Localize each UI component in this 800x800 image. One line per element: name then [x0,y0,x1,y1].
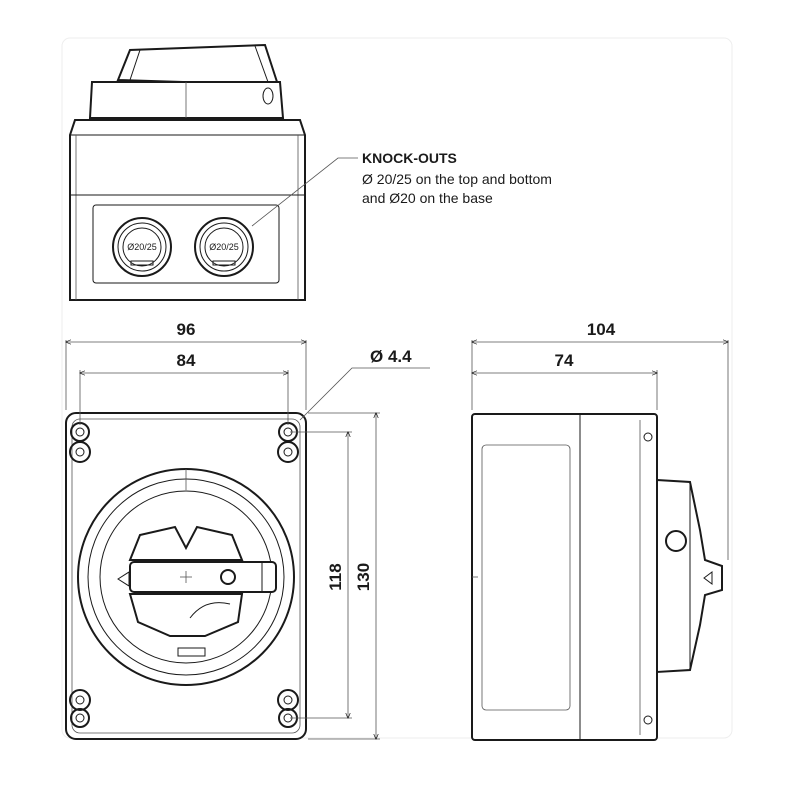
dim-118-label: 118 [326,563,345,590]
dim-130: 130 [308,413,380,739]
note-title: KNOCK-OUTS [362,150,457,166]
front-view [65,412,307,740]
dim-84: 84 [80,351,288,425]
side-view [471,413,723,741]
dim-74: 74 [472,351,657,410]
knockout-label-right: Ø20/25 [209,242,239,252]
mounting-hole-bl [69,689,91,728]
dim-74-label: 74 [555,351,574,370]
knockout-note: KNOCK-OUTS Ø 20/25 on the top and bottom… [362,150,552,206]
dim-84-label: 84 [177,351,196,370]
rotary-handle [128,525,277,657]
dim-104: 104 [472,320,728,560]
dim-104-label: 104 [587,320,616,339]
drawing-frame [61,37,733,739]
dim-96-label: 96 [177,320,196,339]
dim-hole-diameter: Ø 4.4 [299,347,430,421]
dim-96: 96 [66,320,306,410]
dim-hole-label: Ø 4.4 [370,347,412,366]
note-line-1: Ø 20/25 on the top and bottom [362,171,552,187]
note-line-2: and Ø20 on the base [362,190,493,206]
knockout-left: Ø20/25 [112,217,172,277]
knockout-right: Ø20/25 [194,217,254,277]
dim-118: 118 [290,432,352,718]
dim-130-label: 130 [354,563,373,591]
top-view: Ø20/25 Ø20/25 [69,43,358,301]
knockout-label-left: Ø20/25 [127,242,157,252]
